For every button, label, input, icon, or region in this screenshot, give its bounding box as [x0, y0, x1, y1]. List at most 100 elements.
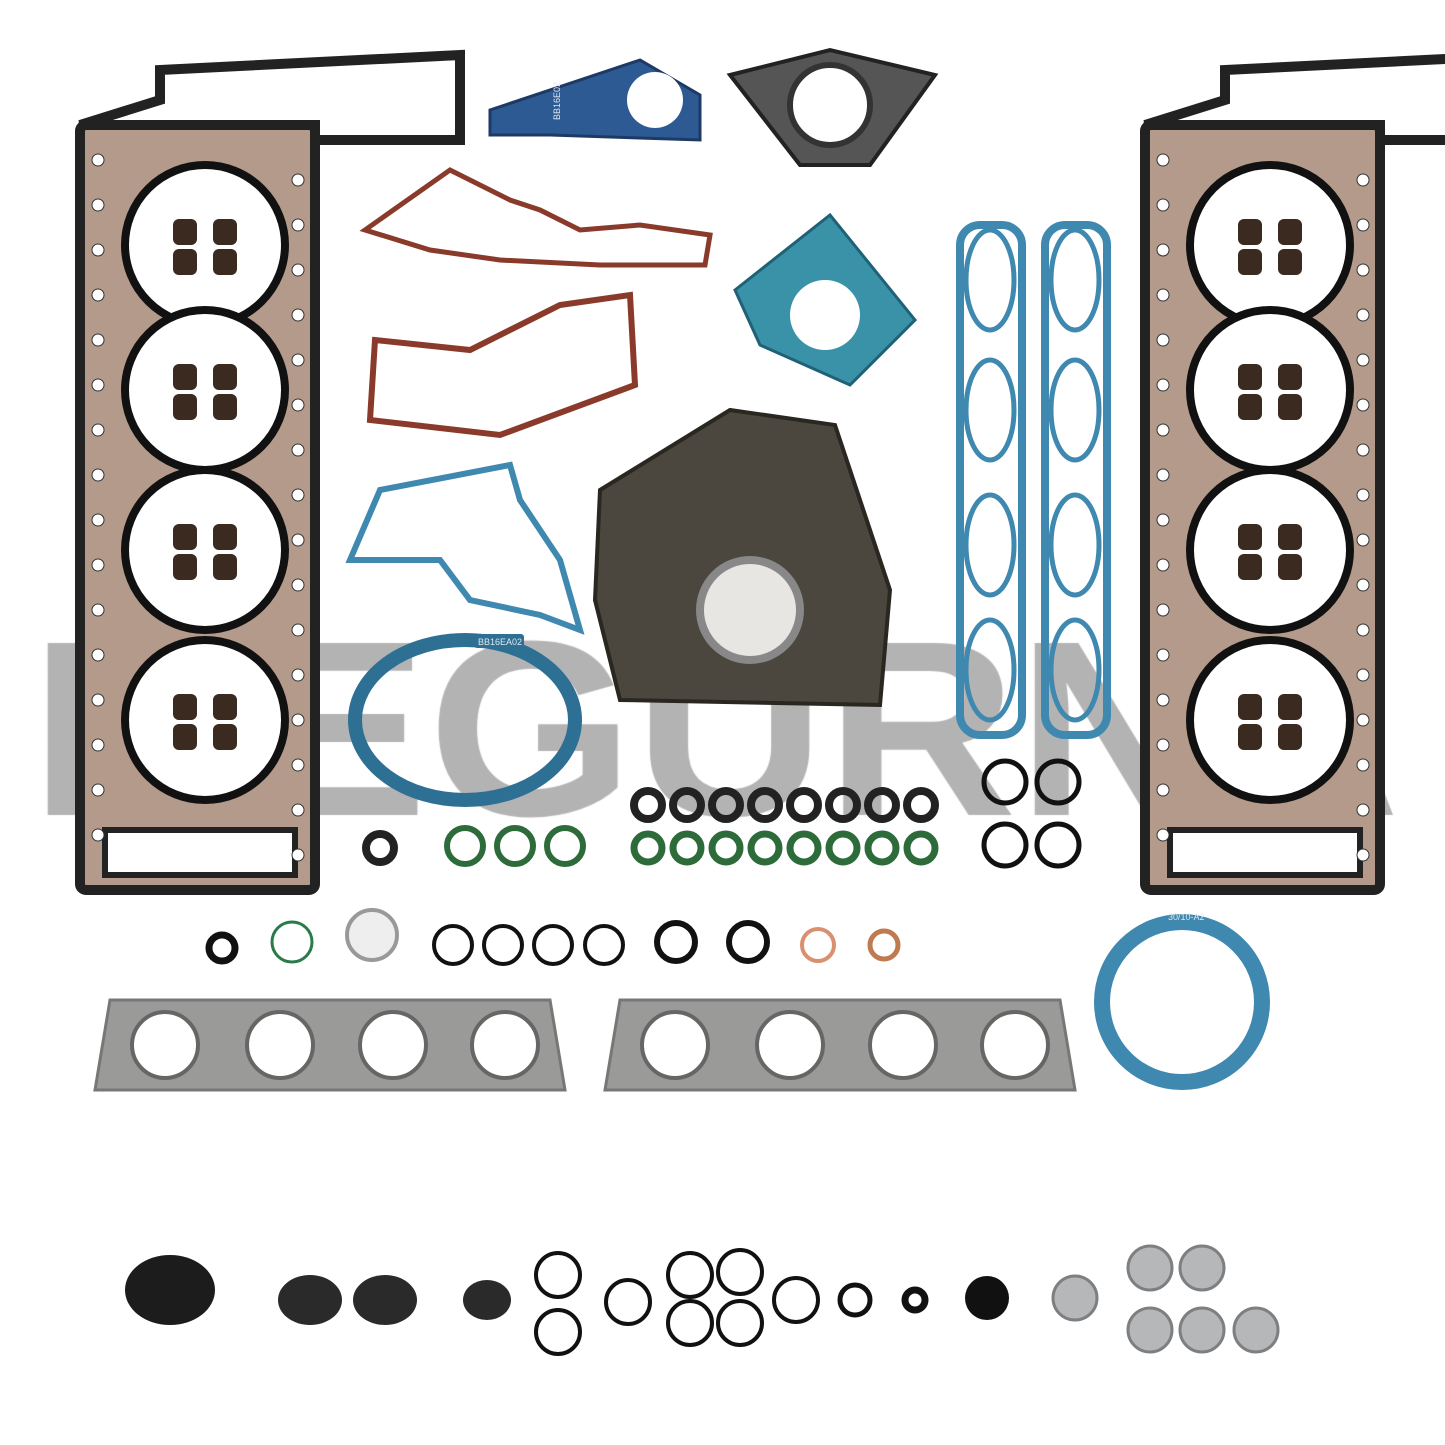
- copper-washer: [800, 927, 836, 963]
- valve-stem-seal: [213, 394, 237, 420]
- o-ring: [786, 830, 822, 866]
- valve-stem-seal: [1278, 394, 1302, 420]
- valve-stem-seal: [1278, 524, 1302, 550]
- port: [1048, 227, 1102, 333]
- bolt-hole: [1156, 738, 1170, 752]
- valve-stem-seal: [1238, 724, 1262, 750]
- o-ring: [716, 1299, 764, 1347]
- bolt-hole: [291, 218, 305, 232]
- bolt-hole: [1156, 648, 1170, 662]
- o-ring: [494, 825, 536, 867]
- valve-stem-seal: [173, 694, 197, 720]
- valve-stem-seal: [1278, 724, 1302, 750]
- bolt-hole: [291, 668, 305, 682]
- cylinder-bore: [1186, 161, 1354, 329]
- bolt-hole: [1156, 333, 1170, 347]
- o-ring: [1034, 758, 1082, 806]
- plug: [463, 1280, 511, 1320]
- o-ring: [903, 830, 939, 866]
- stamp-text: BB16EA02: [478, 637, 522, 647]
- bolt-hole: [1156, 198, 1170, 212]
- rubber-plug: [965, 1276, 1009, 1320]
- bolt-hole: [91, 513, 105, 527]
- bolt-hole: [1356, 398, 1370, 412]
- o-ring: [534, 1308, 582, 1356]
- bolt-hole: [291, 758, 305, 772]
- bolt-hole: [291, 398, 305, 412]
- head-gasket-right: [1140, 53, 1445, 895]
- bolt-hole: [291, 353, 305, 367]
- o-ring: [654, 920, 698, 964]
- bolt-hole: [91, 738, 105, 752]
- exhaust-manifold-gasket: [93, 998, 567, 1092]
- head-gasket-window: [102, 827, 298, 878]
- bolt-hole: [1356, 668, 1370, 682]
- plug: [353, 1275, 417, 1325]
- o-ring: [825, 830, 861, 866]
- cylinder-bore: [1186, 466, 1354, 634]
- cylinder-bore: [121, 306, 289, 474]
- bolt-hole: [1156, 153, 1170, 167]
- head-gasket-left: [75, 49, 465, 895]
- bolt-hole: [1356, 263, 1370, 277]
- port: [640, 1010, 710, 1080]
- bolt-hole: [91, 558, 105, 572]
- bolt-hole: [291, 488, 305, 502]
- bolt-hole: [1156, 243, 1170, 257]
- o-ring: [708, 830, 744, 866]
- o-ring: [901, 1286, 929, 1314]
- seal: [864, 787, 900, 823]
- o-ring: [544, 825, 586, 867]
- bolt-hole: [1156, 378, 1170, 392]
- seal: [362, 830, 398, 866]
- o-ring: [1034, 821, 1082, 869]
- o-ring: [482, 924, 524, 966]
- stamp-text: 30/10-A2: [1168, 912, 1205, 922]
- bolt-hole: [291, 578, 305, 592]
- bolt-hole: [91, 828, 105, 842]
- valve-stem-seal: [1238, 524, 1262, 550]
- bolt-hole: [1356, 578, 1370, 592]
- cylinder-bore: [1186, 636, 1354, 804]
- port: [755, 1010, 825, 1080]
- bolt-hole: [1156, 423, 1170, 437]
- valve-stem-seal: [213, 219, 237, 245]
- valve-stem-seal: [1238, 394, 1262, 420]
- port: [1048, 492, 1102, 598]
- bolt-hole: [91, 243, 105, 257]
- o-ring: [444, 825, 486, 867]
- bolt-hole: [1356, 758, 1370, 772]
- freeze-plug: [1126, 1244, 1174, 1292]
- o-ring: [981, 758, 1029, 806]
- valve-stem-seal: [1278, 364, 1302, 390]
- valve-stem-seal: [173, 249, 197, 275]
- port: [1048, 357, 1102, 463]
- o-ring: [837, 1282, 873, 1318]
- o-ring: [772, 1276, 820, 1324]
- bolt-hole: [291, 443, 305, 457]
- bolt-hole: [1156, 468, 1170, 482]
- port: [963, 492, 1017, 598]
- bolt-hole: [91, 423, 105, 437]
- valve-stem-seal: [1238, 364, 1262, 390]
- valve-stem-seal: [173, 554, 197, 580]
- valve-stem-seal: [213, 364, 237, 390]
- valve-stem-seal: [1238, 554, 1262, 580]
- o-ring: [270, 920, 314, 964]
- o-ring: [716, 1248, 764, 1296]
- plate-hole: [627, 72, 683, 128]
- o-ring: [630, 830, 666, 866]
- bolt-hole: [1156, 558, 1170, 572]
- seal: [669, 787, 705, 823]
- valve-stem-seal: [173, 394, 197, 420]
- port: [130, 1010, 200, 1080]
- bolt-hole: [1356, 533, 1370, 547]
- bolt-hole: [91, 333, 105, 347]
- flange-hole: [790, 280, 860, 350]
- freeze-plug: [1232, 1306, 1280, 1354]
- water-pump-gasket: [345, 461, 585, 635]
- seal: [630, 787, 666, 823]
- o-ring: [432, 924, 474, 966]
- o-ring: [666, 1251, 714, 1299]
- bolt-hole: [1356, 488, 1370, 502]
